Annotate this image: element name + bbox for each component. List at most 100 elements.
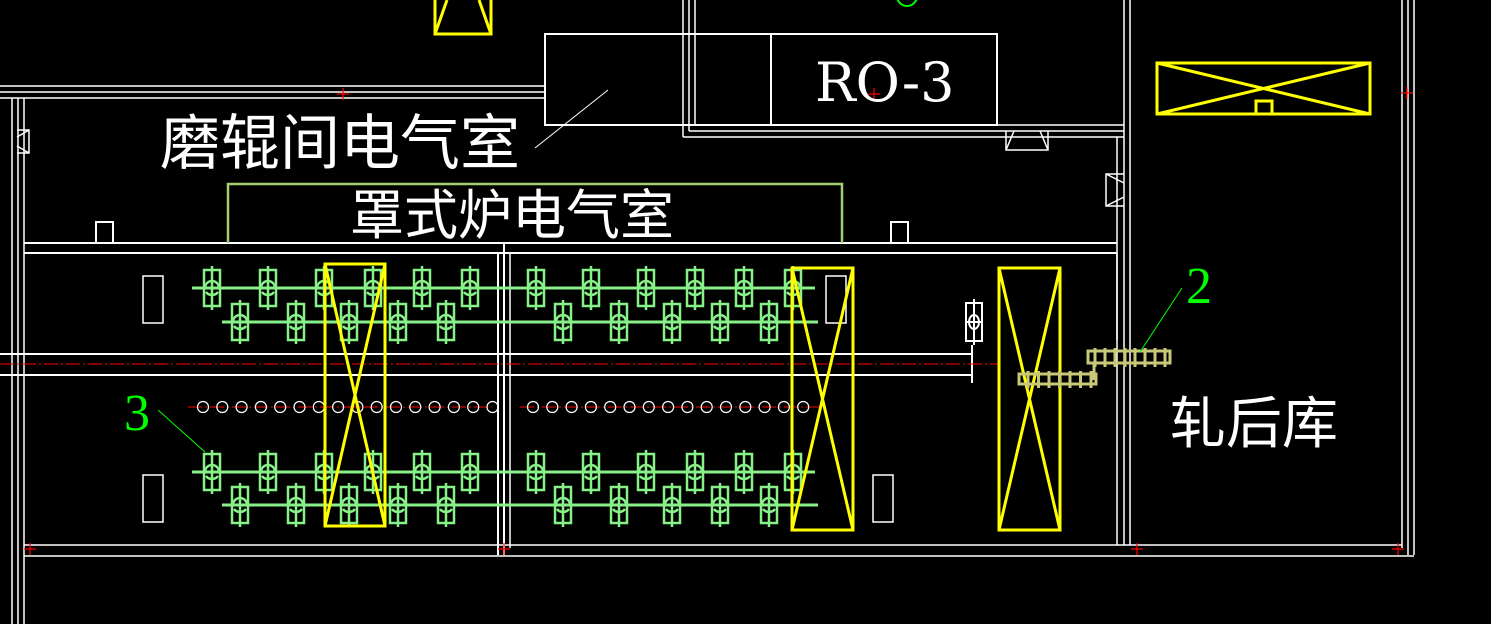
- coil-saddle: [254, 400, 267, 414]
- pier-right: [890, 221, 909, 244]
- label-post-rolling-storage: 轧后库: [1170, 392, 1338, 457]
- roller: [339, 300, 359, 344]
- coil-saddle: [565, 400, 578, 414]
- coil-saddle: [604, 400, 617, 414]
- roller: [230, 483, 250, 527]
- roller: [734, 266, 754, 310]
- column-4: [872, 474, 894, 523]
- coil-saddle: [642, 400, 655, 414]
- coil-saddle: [681, 400, 694, 414]
- roller: [202, 450, 222, 494]
- label-ro3: RO-3: [815, 51, 955, 114]
- roller: [553, 483, 573, 527]
- door-symbol-left: [16, 129, 30, 154]
- roller: [339, 483, 359, 527]
- grid-crosshair: [498, 543, 510, 555]
- electrical-rooms: [226, 33, 998, 243]
- coil-saddle: [546, 400, 559, 414]
- grid-crosshair: [1131, 543, 1143, 555]
- coil-saddle: [196, 400, 210, 414]
- coil-saddle: [274, 400, 287, 414]
- roller: [412, 450, 432, 494]
- roller: [526, 266, 546, 310]
- roller: [581, 266, 601, 310]
- roller: [710, 300, 730, 344]
- coil-saddle: [486, 400, 499, 414]
- callout-2-leader: [1139, 287, 1183, 353]
- roller-row-lower-a: [192, 450, 815, 494]
- grid-crosshair: [868, 88, 880, 100]
- frame-2[interactable]: [790, 266, 855, 532]
- coil-saddle: [623, 400, 636, 414]
- roller: [258, 450, 278, 494]
- roller: [710, 483, 730, 527]
- column-1: [142, 275, 164, 324]
- callout-partial-top: [896, 0, 918, 7]
- roller: [553, 300, 573, 344]
- roller: [460, 450, 480, 494]
- roller: [734, 450, 754, 494]
- grid-markers: [24, 87, 1413, 555]
- coil-saddle: [428, 400, 441, 414]
- roller: [685, 266, 705, 310]
- roller: [412, 266, 432, 310]
- roller: [759, 483, 779, 527]
- column-2: [142, 474, 164, 523]
- roller: [436, 300, 456, 344]
- frame-top-partial: [433, 0, 493, 36]
- coil-saddle: [661, 400, 675, 414]
- transfer-conveyor: [1017, 348, 1172, 388]
- coil-saddle: [584, 400, 598, 414]
- frame-top-right[interactable]: [1155, 61, 1372, 116]
- roller: [759, 300, 779, 344]
- grid-crosshair: [1401, 87, 1413, 99]
- coil-saddle: [739, 400, 752, 414]
- ro3-box: [770, 33, 998, 126]
- roller: [636, 266, 656, 310]
- coil-saddle: [389, 400, 403, 414]
- coil-saddle: [526, 400, 540, 414]
- grid-crosshair: [1392, 543, 1404, 555]
- grid-crosshair: [24, 543, 36, 555]
- grinding-electrical-box: [544, 33, 772, 126]
- roller: [662, 483, 682, 527]
- leader-grinding-room: [534, 89, 609, 149]
- roller: [609, 300, 629, 344]
- pier-left: [95, 221, 114, 244]
- roller: [202, 266, 222, 310]
- roller: [286, 300, 306, 344]
- furnace-electrical-outline: [226, 182, 844, 243]
- roller: [685, 450, 705, 494]
- centerlines: [0, 363, 1000, 408]
- coil-saddle: [719, 400, 733, 414]
- roller: [436, 483, 456, 527]
- coil-saddle: [235, 400, 248, 414]
- roller: [581, 450, 601, 494]
- coil-saddle: [332, 400, 345, 414]
- coil-saddle: [797, 400, 810, 414]
- coil-saddle: [370, 400, 383, 414]
- grid-crosshair: [337, 88, 349, 100]
- label-bell-furnace-electrical-room: 罩式炉电气室: [350, 184, 674, 247]
- coil-saddles: [196, 400, 810, 414]
- coil-saddle: [758, 400, 771, 414]
- roller: [258, 266, 278, 310]
- roller: [460, 266, 480, 310]
- coil-saddle: [467, 400, 480, 414]
- label-grinding-electrical-room: 磨辊间电气室: [160, 109, 520, 179]
- frame-1[interactable]: [323, 262, 387, 528]
- door-symbol-ro3: [1005, 130, 1049, 151]
- frame-3[interactable]: [997, 266, 1062, 532]
- door-symbol-right: [1105, 173, 1125, 207]
- coil-saddle: [700, 400, 713, 414]
- white-roller-symbol: [965, 299, 983, 345]
- equipment-frames: [323, 0, 1372, 532]
- coil-saddle: [409, 400, 422, 414]
- roller-row-lower-b: [222, 483, 818, 527]
- coil-saddle: [777, 400, 791, 414]
- roller: [609, 483, 629, 527]
- callout-3-leader: [157, 409, 206, 453]
- roller: [662, 300, 682, 344]
